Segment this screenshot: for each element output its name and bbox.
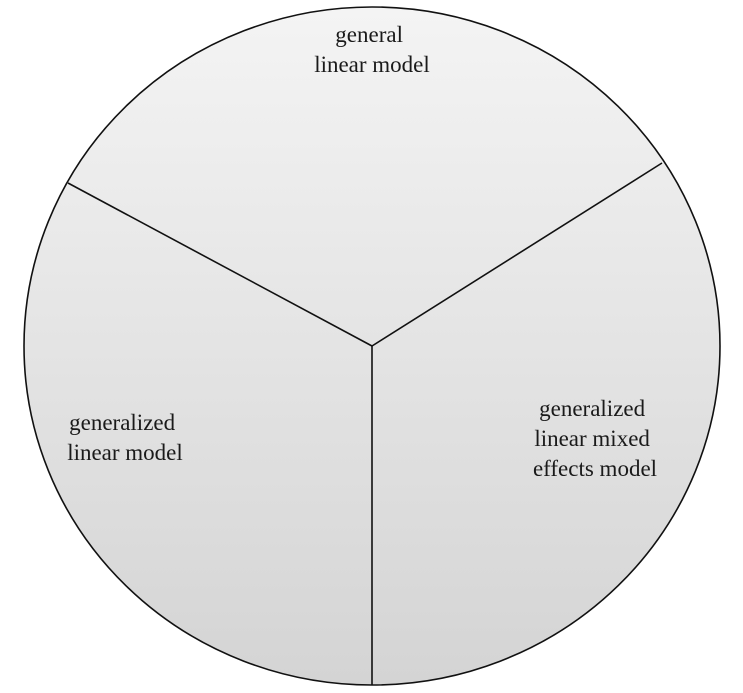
segment-label-line: generalized [69, 410, 175, 435]
segment-label-left: generalized linear model [67, 410, 183, 465]
segment-label-line: linear model [314, 52, 430, 77]
divider-top-right [371, 162, 663, 347]
segment-label-top: general linear model [314, 22, 430, 77]
segment-label-line: general [335, 22, 403, 47]
divider-top-left [67, 182, 373, 347]
segment-label-line: generalized [539, 396, 645, 421]
segment-label-right: generalized linear mixed effects model [533, 396, 657, 481]
segment-label-line: linear model [67, 440, 183, 465]
segment-label-line: linear mixed [534, 426, 650, 451]
segment-label-line: effects model [533, 456, 657, 481]
